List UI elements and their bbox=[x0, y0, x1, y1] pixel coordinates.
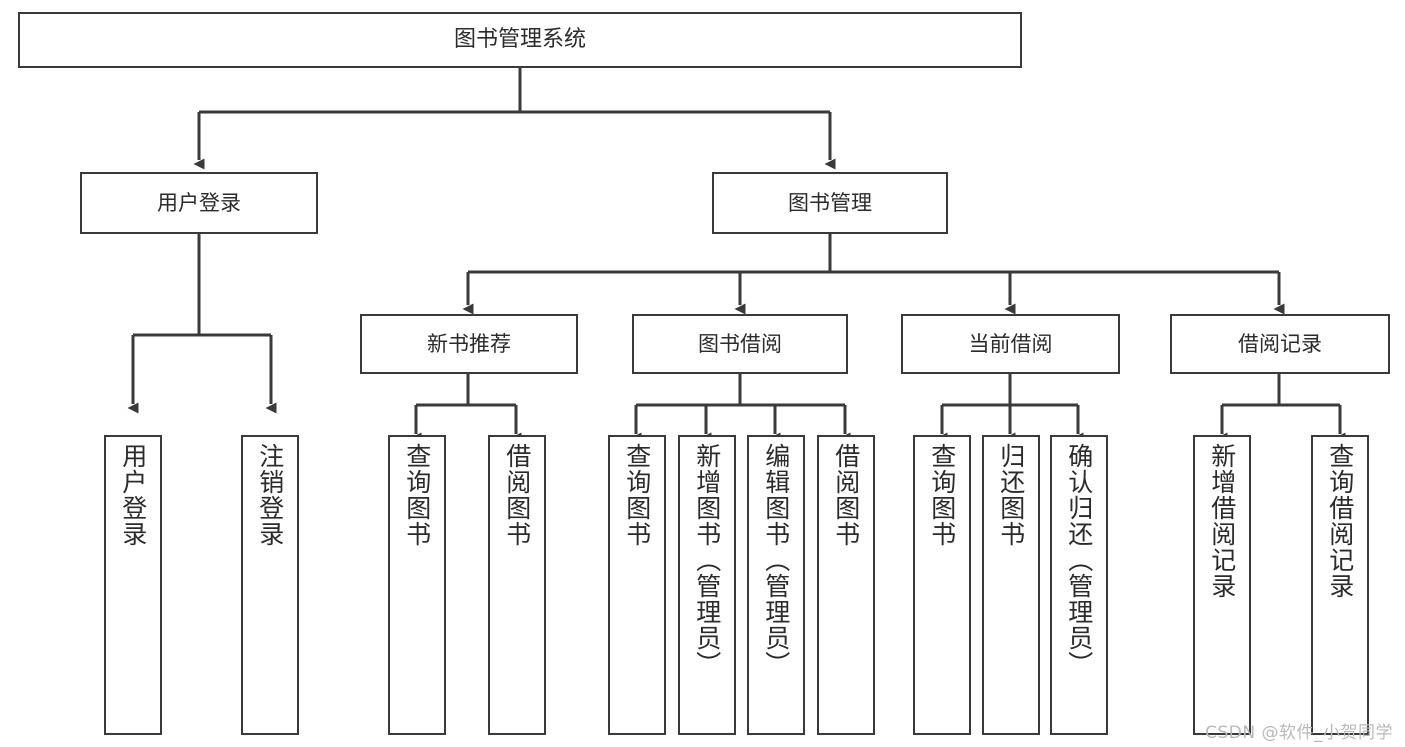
node-book-manage[interactable]: 图书管理 bbox=[712, 172, 948, 234]
node-leaf-borrow-book[interactable]: 借阅图书 bbox=[817, 435, 875, 735]
node-leaf-query-borrow-record[interactable]: 查询借阅记录 bbox=[1311, 435, 1369, 735]
node-user-login[interactable]: 用户登录 bbox=[80, 172, 318, 234]
node-leaf-logout[interactable]: 注销登录 bbox=[241, 435, 299, 735]
node-borrow-record[interactable]: 借阅记录 bbox=[1170, 314, 1390, 374]
node-leaf-query-book-borrow[interactable]: 查询图书 bbox=[608, 435, 666, 735]
node-leaf-query-book-current[interactable]: 查询图书 bbox=[913, 435, 971, 735]
node-leaf-logout-label: 注销登录 bbox=[255, 443, 285, 547]
node-leaf-add-book-admin-label: 新增图书（管理员） bbox=[692, 443, 722, 677]
node-leaf-query-book-current-label: 查询图书 bbox=[927, 443, 957, 547]
node-borrow-record-label: 借阅记录 bbox=[1238, 331, 1322, 356]
node-root-label: 图书管理系统 bbox=[453, 27, 586, 53]
node-user-login-label: 用户登录 bbox=[157, 190, 241, 215]
node-leaf-query-book-rec-label: 查询图书 bbox=[402, 443, 432, 547]
node-leaf-borrow-book-rec-label: 借阅图书 bbox=[502, 443, 532, 547]
node-leaf-user-login[interactable]: 用户登录 bbox=[104, 435, 162, 735]
node-leaf-confirm-return-admin-label: 确认归还（管理员） bbox=[1064, 443, 1094, 677]
node-book-borrow-label: 图书借阅 bbox=[698, 331, 782, 356]
node-leaf-borrow-book-rec[interactable]: 借阅图书 bbox=[488, 435, 546, 735]
node-leaf-add-borrow-record-label: 新增借阅记录 bbox=[1207, 443, 1237, 599]
node-leaf-add-borrow-record[interactable]: 新增借阅记录 bbox=[1193, 435, 1251, 735]
node-leaf-edit-book-admin-label: 编辑图书（管理员） bbox=[761, 443, 791, 677]
node-leaf-query-borrow-record-label: 查询借阅记录 bbox=[1325, 443, 1355, 599]
node-book-manage-label: 图书管理 bbox=[788, 190, 872, 215]
node-root[interactable]: 图书管理系统 bbox=[18, 12, 1022, 68]
node-new-book-rec[interactable]: 新书推荐 bbox=[360, 314, 578, 374]
node-book-borrow[interactable]: 图书借阅 bbox=[632, 314, 848, 374]
node-leaf-query-book-rec[interactable]: 查询图书 bbox=[388, 435, 446, 735]
node-leaf-query-book-borrow-label: 查询图书 bbox=[622, 443, 652, 547]
node-leaf-add-book-admin[interactable]: 新增图书（管理员） bbox=[678, 435, 736, 735]
node-leaf-user-login-label: 用户登录 bbox=[118, 443, 148, 547]
node-current-borrow[interactable]: 当前借阅 bbox=[901, 314, 1120, 374]
node-new-book-rec-label: 新书推荐 bbox=[427, 331, 511, 356]
node-leaf-edit-book-admin[interactable]: 编辑图书（管理员） bbox=[747, 435, 805, 735]
node-leaf-return-book-label: 归还图书 bbox=[996, 443, 1026, 547]
node-current-borrow-label: 当前借阅 bbox=[968, 331, 1053, 356]
node-leaf-confirm-return-admin[interactable]: 确认归还（管理员） bbox=[1050, 435, 1108, 735]
node-leaf-return-book[interactable]: 归还图书 bbox=[982, 435, 1040, 735]
node-leaf-borrow-book-label: 借阅图书 bbox=[831, 443, 861, 547]
